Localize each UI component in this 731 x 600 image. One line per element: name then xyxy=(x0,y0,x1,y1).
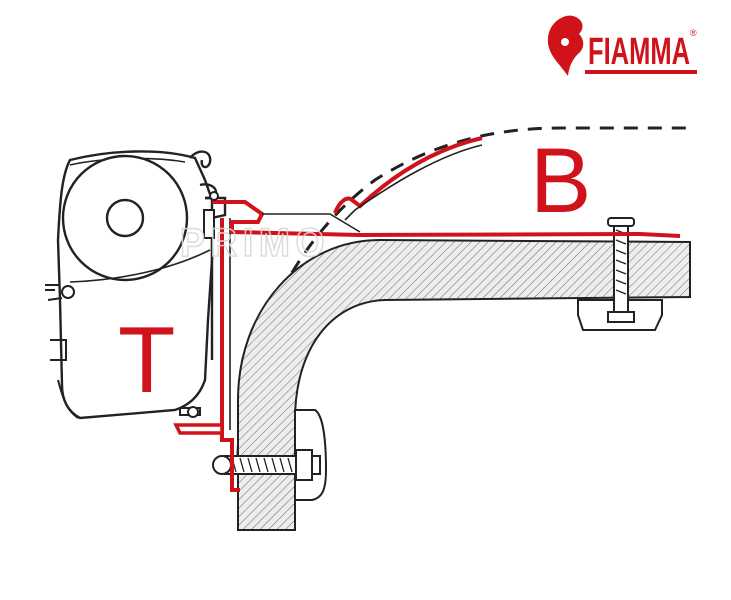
adapter-profile-red xyxy=(173,136,681,492)
bracket-profile-label: B xyxy=(530,130,591,232)
fiamma-flame-dot xyxy=(561,38,569,46)
awning-cassette xyxy=(45,150,227,420)
roller-axle xyxy=(105,198,145,238)
brand-name: FIAMMA xyxy=(588,31,690,73)
registered-mark: ® xyxy=(690,28,697,38)
awning-label: T xyxy=(118,307,175,412)
wall-fixing-block xyxy=(212,409,328,501)
fiamma-logo: FIAMMA ® xyxy=(547,15,697,76)
watermark-text: PRIMO xyxy=(180,221,330,265)
vehicle-wall-section xyxy=(237,238,691,531)
brand-underline xyxy=(585,70,697,74)
roof-fixing-block xyxy=(577,217,663,331)
